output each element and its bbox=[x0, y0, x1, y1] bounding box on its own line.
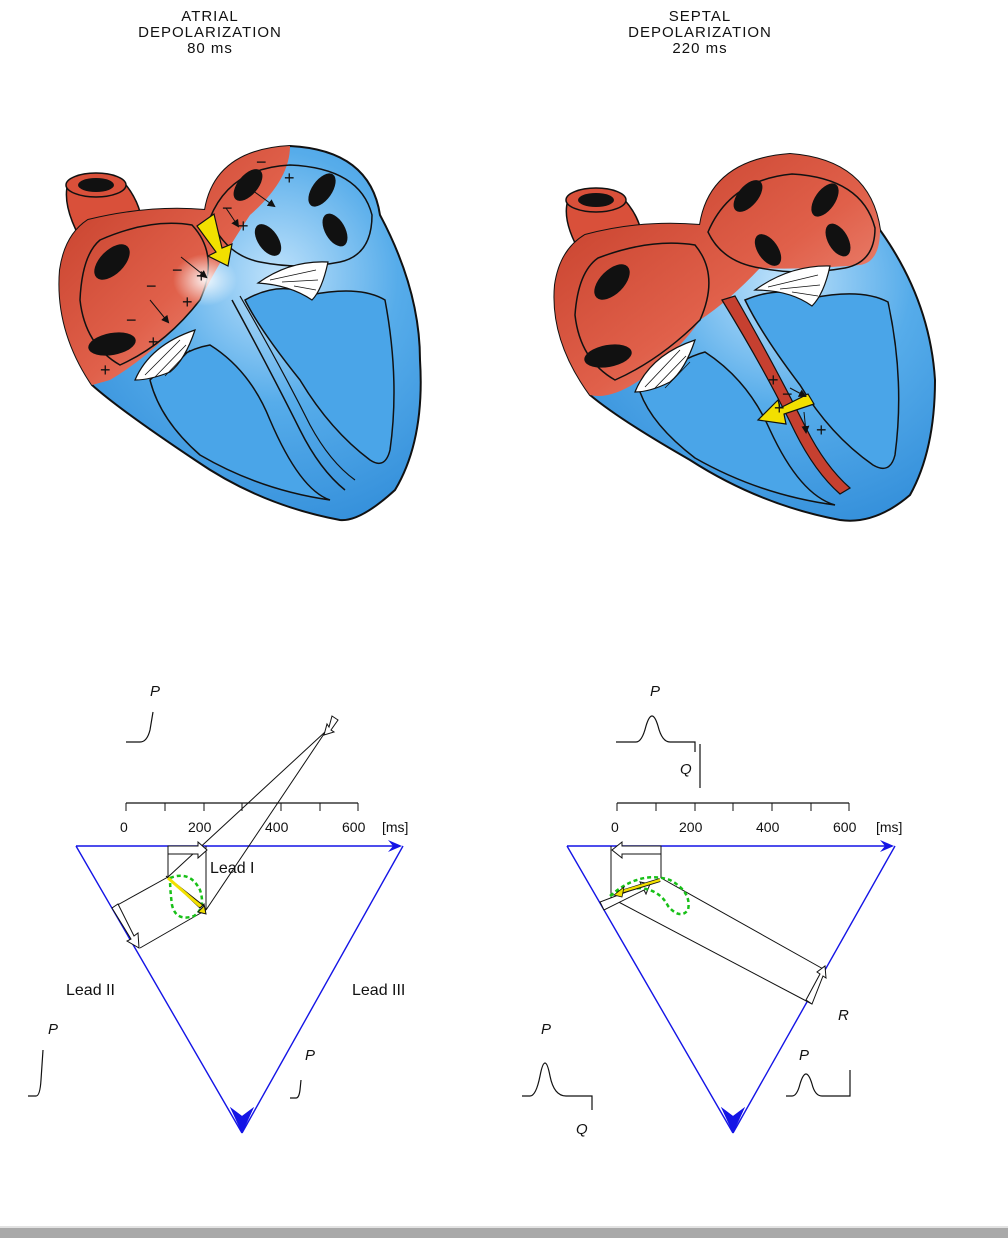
time-axis: 0 200 400 600 [ms] bbox=[611, 803, 902, 835]
heart-atrial-illustration: − + − + − + − + − + + bbox=[59, 146, 420, 520]
plus-sign: + bbox=[100, 360, 111, 380]
tick-label: 600 bbox=[833, 819, 857, 835]
tick-label: 600 bbox=[342, 819, 366, 835]
wave-label-lead2-p: P bbox=[48, 1021, 58, 1038]
plus-sign: + bbox=[284, 168, 295, 188]
lead-2-label: Lead II bbox=[66, 982, 115, 999]
plus-sign: + bbox=[768, 370, 779, 390]
axis-unit: [ms] bbox=[876, 819, 902, 835]
wave-label-lead1-q: Q bbox=[680, 761, 692, 778]
lead-3-label: Lead III bbox=[352, 982, 405, 999]
tick-label: 0 bbox=[611, 819, 619, 835]
tick-label: 0 bbox=[120, 819, 128, 835]
minus-sign: − bbox=[126, 310, 137, 330]
lead-1-label: Lead I bbox=[210, 860, 254, 877]
minus-sign: − bbox=[172, 260, 183, 280]
plus-sign: + bbox=[238, 216, 249, 236]
plus-sign: + bbox=[196, 266, 207, 286]
wave-label-lead1-p: P bbox=[650, 683, 660, 700]
tick-label: 400 bbox=[756, 819, 780, 835]
waveform-lead3 bbox=[786, 1070, 850, 1096]
bottom-divider-bar bbox=[0, 1226, 1008, 1238]
einthoven-triangle-septal: P Q 0 200 400 600 [ms] bbox=[522, 683, 902, 1138]
waveform-lead1-top bbox=[616, 716, 695, 752]
plus-sign: + bbox=[182, 292, 193, 312]
wave-label-lead2-p: P bbox=[541, 1021, 551, 1038]
heart-septal-illustration: + − + + bbox=[554, 154, 935, 521]
tick-label: 400 bbox=[265, 819, 289, 835]
time-axis: 0 200 400 600 [ms] bbox=[120, 803, 408, 835]
wave-label-lead2-q: Q bbox=[576, 1121, 588, 1138]
plus-sign: + bbox=[816, 420, 827, 440]
einthoven-triangle-atrial: P 0 200 400 600 [ms] bbox=[28, 683, 408, 1133]
wave-label-lead3-p: P bbox=[305, 1047, 315, 1064]
minus-sign: − bbox=[146, 276, 157, 296]
waveform-lead2 bbox=[522, 1063, 592, 1110]
minus-sign: − bbox=[222, 198, 233, 218]
tick-label: 200 bbox=[188, 819, 212, 835]
waveform-lead3 bbox=[290, 1080, 301, 1098]
tick-label: 200 bbox=[679, 819, 703, 835]
minus-sign: − bbox=[256, 152, 267, 172]
waveform-lead2 bbox=[28, 1050, 43, 1096]
plus-sign: + bbox=[774, 398, 785, 418]
waveform-lead1-top bbox=[126, 712, 153, 742]
wave-label-lead3-r: R bbox=[838, 1007, 849, 1024]
plus-sign: + bbox=[148, 332, 159, 352]
wave-label-lead3-p: P bbox=[799, 1047, 809, 1064]
axis-unit: [ms] bbox=[382, 819, 408, 835]
wave-label-lead1-p: P bbox=[150, 683, 160, 700]
